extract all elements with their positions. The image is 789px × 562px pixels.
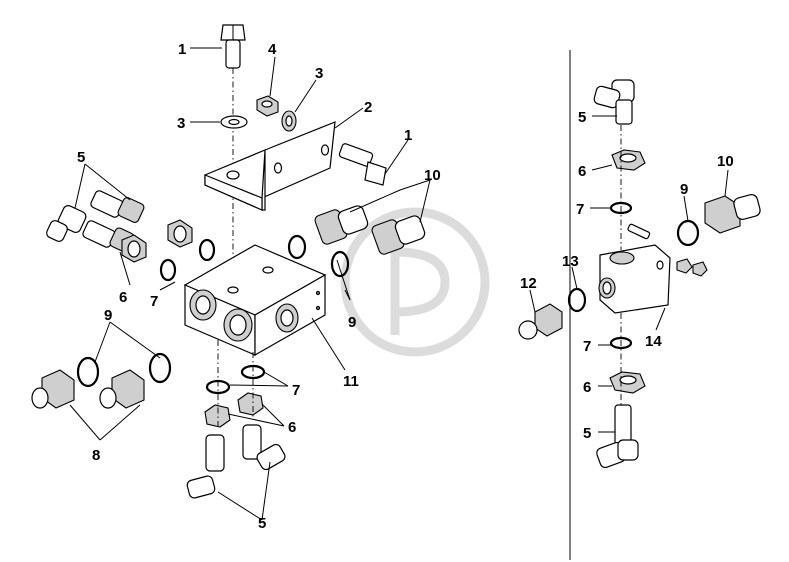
- elbow-fittings-5-bottom: [186, 424, 286, 499]
- callout-7b: 7: [292, 382, 300, 399]
- bolt-and-nut-right: [676, 258, 708, 277]
- callout-6c: 6: [578, 163, 586, 180]
- callout-5c: 5: [578, 109, 586, 126]
- fitting-10-right: [704, 194, 761, 234]
- plugs-8: [31, 369, 145, 409]
- callout-labels: 1 4 3 3 2 1 5 10 6 7 9 9 11 7 6 8 5 5 6 …: [77, 41, 734, 532]
- elbow-fitting-5-top-right: [593, 79, 635, 125]
- elbow-fitting-5-bottom-right: [596, 404, 639, 469]
- valve-block-11: [183, 244, 327, 357]
- seals-7-bottom: [205, 364, 266, 395]
- callout-2: 2: [364, 99, 372, 116]
- callout-1a: 1: [178, 41, 186, 58]
- callout-1b: 1: [404, 127, 412, 144]
- callout-9b: 9: [104, 307, 112, 324]
- callout-5a: 5: [77, 149, 85, 166]
- callout-8: 8: [92, 447, 100, 464]
- nut-6-top-right: [611, 149, 646, 171]
- fitting-12: [518, 303, 563, 340]
- callout-14: 14: [645, 333, 662, 350]
- callout-7c: 7: [576, 201, 584, 218]
- callout-9c: 9: [680, 181, 688, 198]
- callout-12: 12: [520, 275, 537, 292]
- callout-6a: 6: [119, 289, 127, 306]
- callout-10a: 10: [424, 167, 441, 184]
- callout-13: 13: [562, 253, 579, 270]
- callout-3a: 3: [177, 115, 185, 132]
- callout-7a: 7: [150, 293, 158, 310]
- seals-7-left: [159, 238, 216, 282]
- tee-block-14: [598, 223, 671, 314]
- seal-13: [567, 287, 587, 313]
- fittings-10-block: [287, 205, 426, 278]
- seal-7-bottom-right: [609, 336, 633, 350]
- washer-3-left: [220, 115, 248, 129]
- leader-lines: [69, 47, 729, 521]
- callout-11: 11: [343, 373, 359, 390]
- nuts-6-left: [121, 219, 193, 263]
- callout-9a: 9: [348, 314, 356, 331]
- bolt-1-horizontal: [338, 143, 387, 186]
- callout-5b: 5: [258, 515, 266, 532]
- bracket-2: [204, 121, 336, 211]
- callout-3b: 3: [315, 65, 323, 82]
- washer-3-right: [281, 110, 297, 132]
- callout-4: 4: [268, 41, 277, 58]
- callout-6d: 6: [583, 379, 591, 396]
- callout-10b: 10: [717, 153, 734, 170]
- callout-7d: 7: [583, 338, 591, 355]
- seal-9-right: [676, 219, 700, 247]
- nut-4: [256, 95, 279, 117]
- seals-9-lower-left: [76, 352, 172, 388]
- callout-6b: 6: [288, 419, 296, 436]
- callout-5d: 5: [583, 425, 591, 442]
- nuts-6-bottom: [204, 392, 264, 428]
- nut-6-bottom-right: [609, 371, 646, 394]
